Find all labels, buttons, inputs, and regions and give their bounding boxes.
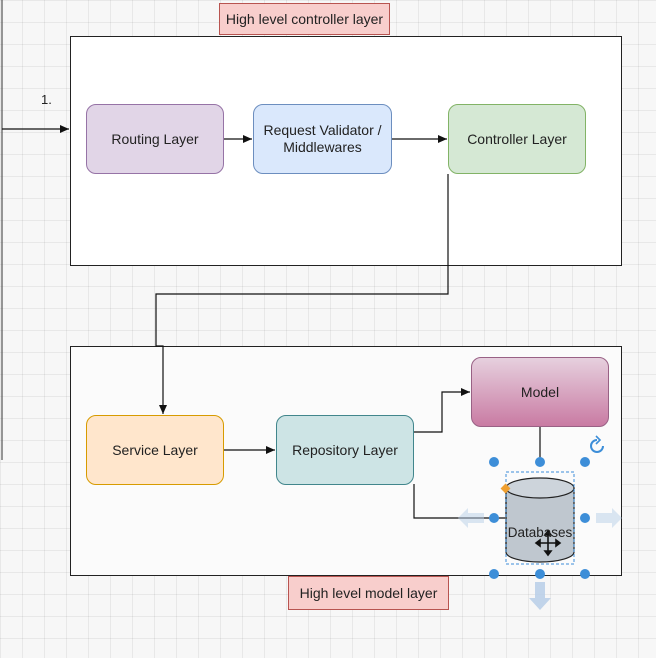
model-node[interactable]: Model <box>471 357 609 427</box>
repository-to-database-line <box>413 484 505 519</box>
database-cylinder[interactable] <box>505 477 575 563</box>
database-label: Databases <box>507 525 573 540</box>
connect-arrow-icons <box>458 508 622 610</box>
selection-handles <box>489 457 590 579</box>
controller-to-service-arrow <box>155 174 449 414</box>
request-validator-node[interactable]: Request Validator / Middlewares <box>253 104 392 174</box>
service-layer-node[interactable]: Service Layer <box>86 415 224 485</box>
repository-to-model-arrow <box>414 388 470 433</box>
step-number: 1. <box>41 92 52 107</box>
move-cursor-icon <box>534 529 562 557</box>
routing-layer-node[interactable]: Routing Layer <box>86 104 224 174</box>
rotate-icon <box>590 435 604 453</box>
repository-layer-node[interactable]: Repository Layer <box>276 415 414 485</box>
controller-layer-label[interactable]: High level controller layer <box>219 3 390 35</box>
model-layer-label[interactable]: High level model layer <box>288 576 449 610</box>
resize-diamond-handle <box>500 483 511 494</box>
controller-layer-node[interactable]: Controller Layer <box>448 104 586 174</box>
